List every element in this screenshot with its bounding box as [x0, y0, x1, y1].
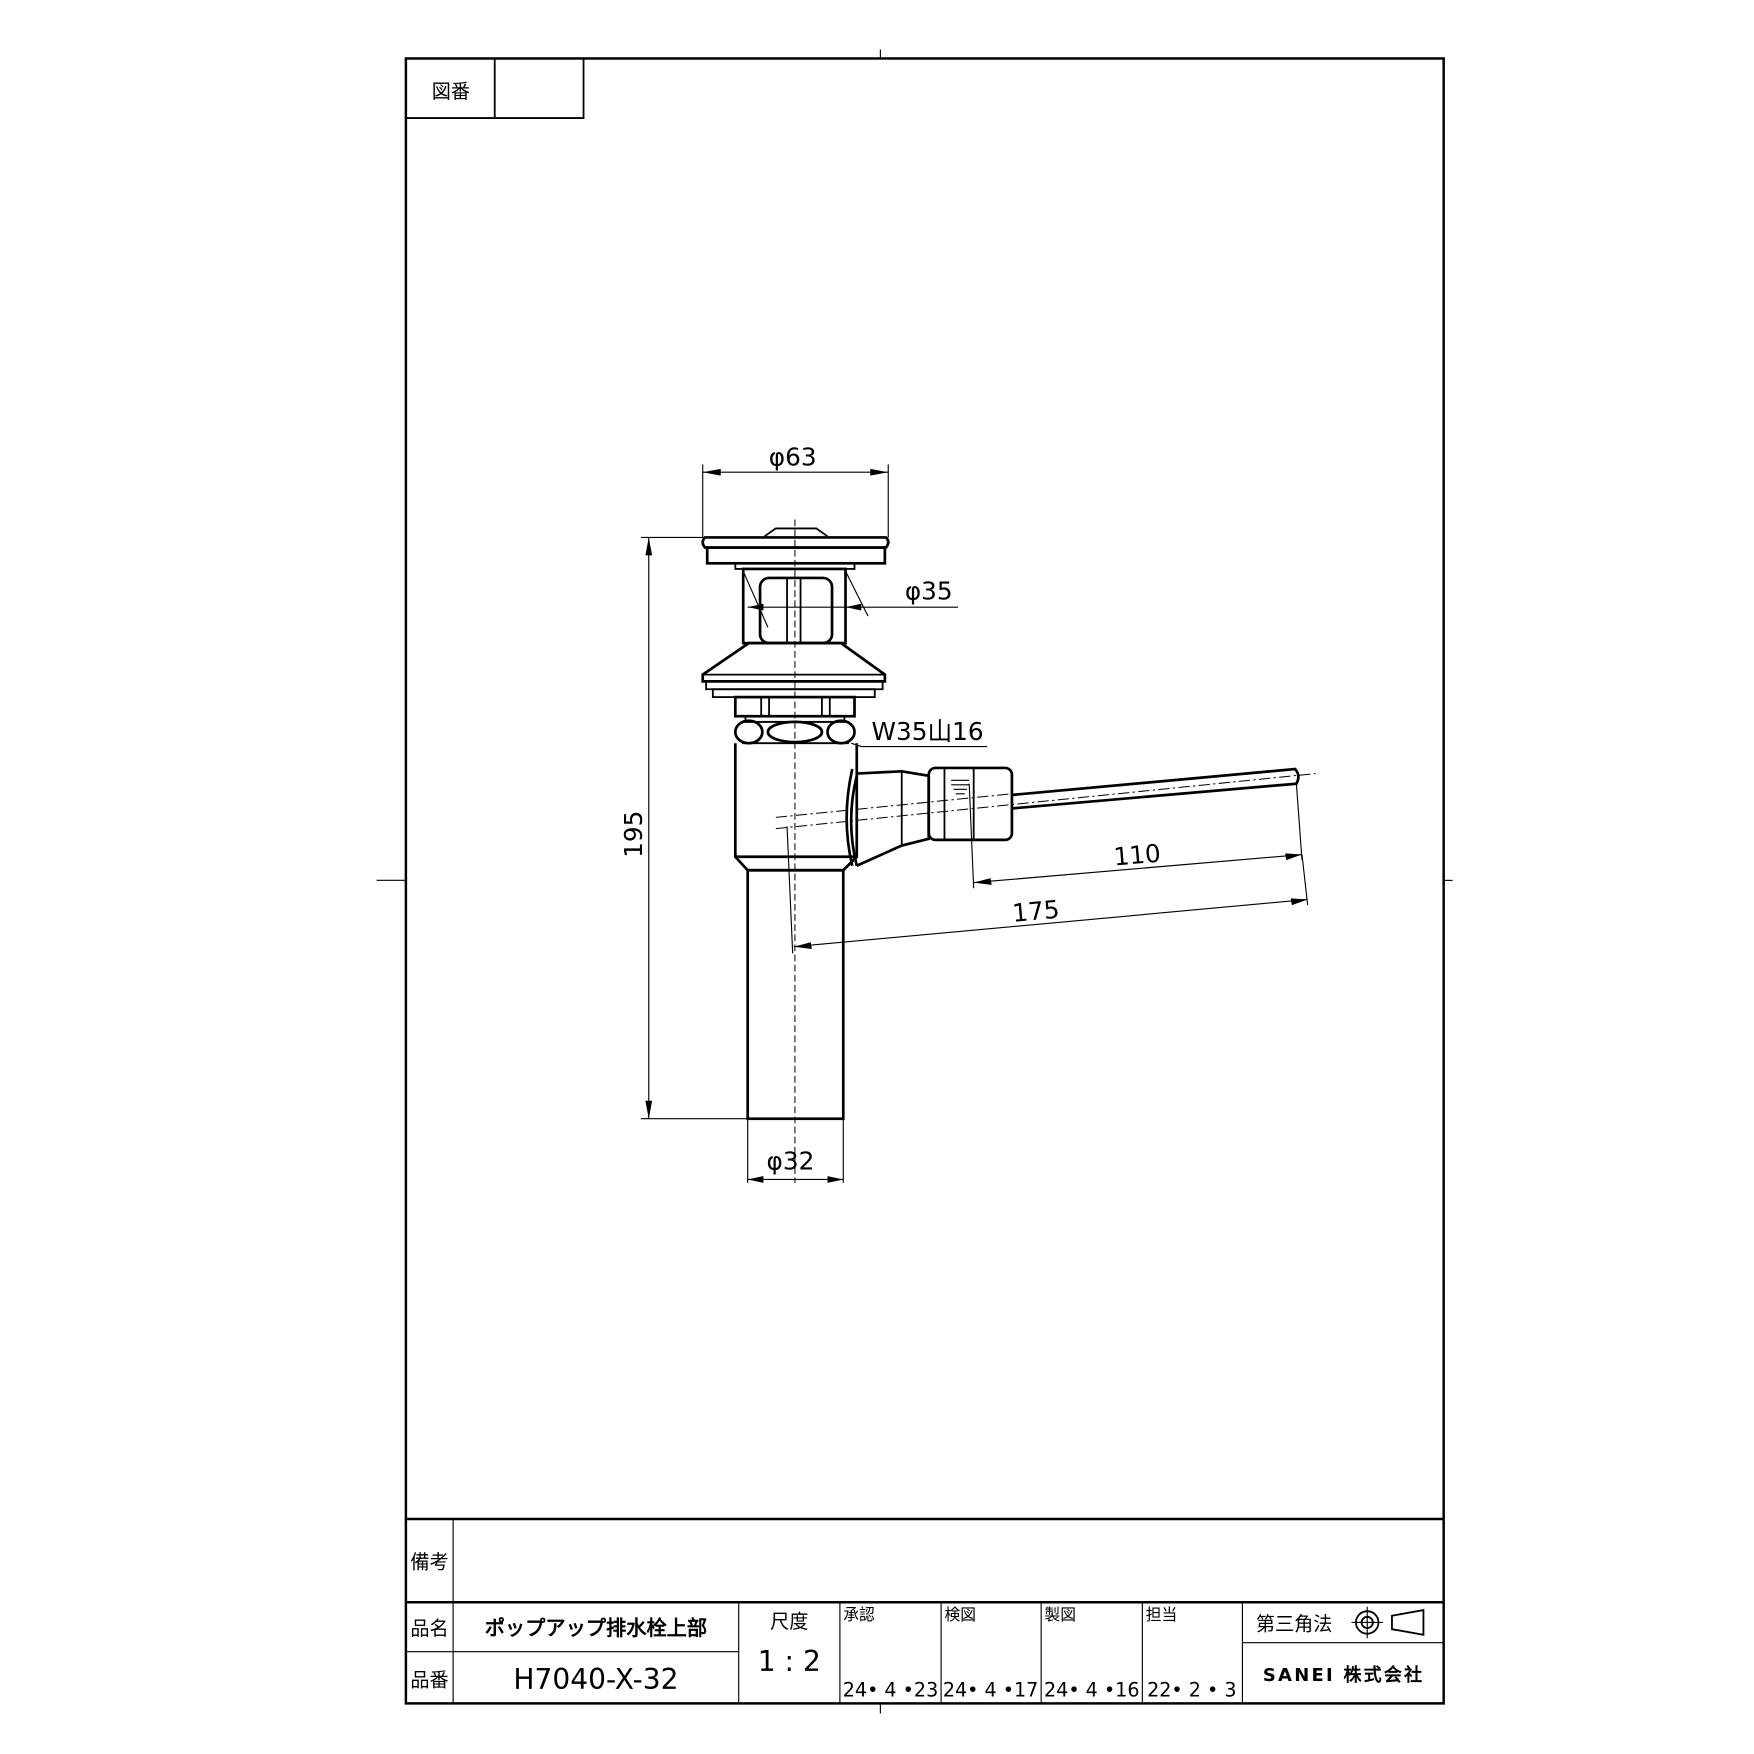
scale-label: 尺度 — [770, 1610, 808, 1633]
product-number-label: 品番 — [410, 1669, 448, 1692]
body — [733, 743, 859, 872]
tail-pipe — [746, 868, 845, 1121]
responsible-label: 担当 — [1146, 1605, 1177, 1624]
center-marks — [376, 49, 1453, 1714]
dim-stem-diameter: φ35 — [905, 576, 953, 605]
product-number: H7040-X-32 — [513, 1663, 678, 1696]
responsible-date: 22• 2 • 3 — [1147, 1679, 1236, 1702]
dimensions: φ63 φ35 W35山16 195 φ32 110 175 — [619, 442, 1309, 1183]
approval-label: 承認 — [843, 1605, 875, 1624]
pivot-rod — [1011, 767, 1300, 810]
dim-pipe-diameter: φ32 — [767, 1146, 815, 1175]
product-name-label: 品名 — [410, 1617, 448, 1640]
product-name: ポップアップ排水栓上部 — [485, 1616, 707, 1640]
part-drawing — [701, 519, 1316, 1183]
dim-thread: W35山16 — [872, 717, 984, 746]
dim-rod-length-long: 175 — [1011, 895, 1061, 928]
sheet-frame — [404, 57, 1445, 1705]
drawing-number-label: 図番 — [432, 80, 470, 103]
approval-date: 24• 4 •23 — [843, 1679, 938, 1702]
check-label: 検図 — [944, 1605, 975, 1624]
rod-nut — [927, 766, 1014, 842]
stem-window — [758, 576, 834, 645]
drafting-label: 製図 — [1045, 1605, 1076, 1624]
dim-overall-height: 195 — [619, 811, 648, 858]
third-angle-projection-icon — [1351, 1606, 1425, 1639]
projection-label: 第三角法 — [1256, 1612, 1332, 1635]
side-arm-joint — [849, 769, 931, 867]
company-name: SANEI 株式会社 — [1263, 1664, 1424, 1686]
remarks-label: 備考 — [410, 1550, 448, 1573]
scale-value: 1 : 2 — [758, 1645, 821, 1678]
cap-top — [764, 527, 829, 538]
dim-rod-length-short: 110 — [1112, 839, 1161, 872]
check-date: 24• 4 •17 — [943, 1679, 1038, 1702]
dim-flange-diameter: φ63 — [769, 442, 817, 471]
drawing-number-box: 図番 — [405, 58, 585, 119]
title-block: 備考 品名 ポップアップ排水栓上部 品番 H7040-X-32 尺度 1 : 2… — [405, 1517, 1444, 1704]
drafting-date: 24• 4 •16 — [1044, 1679, 1139, 1702]
